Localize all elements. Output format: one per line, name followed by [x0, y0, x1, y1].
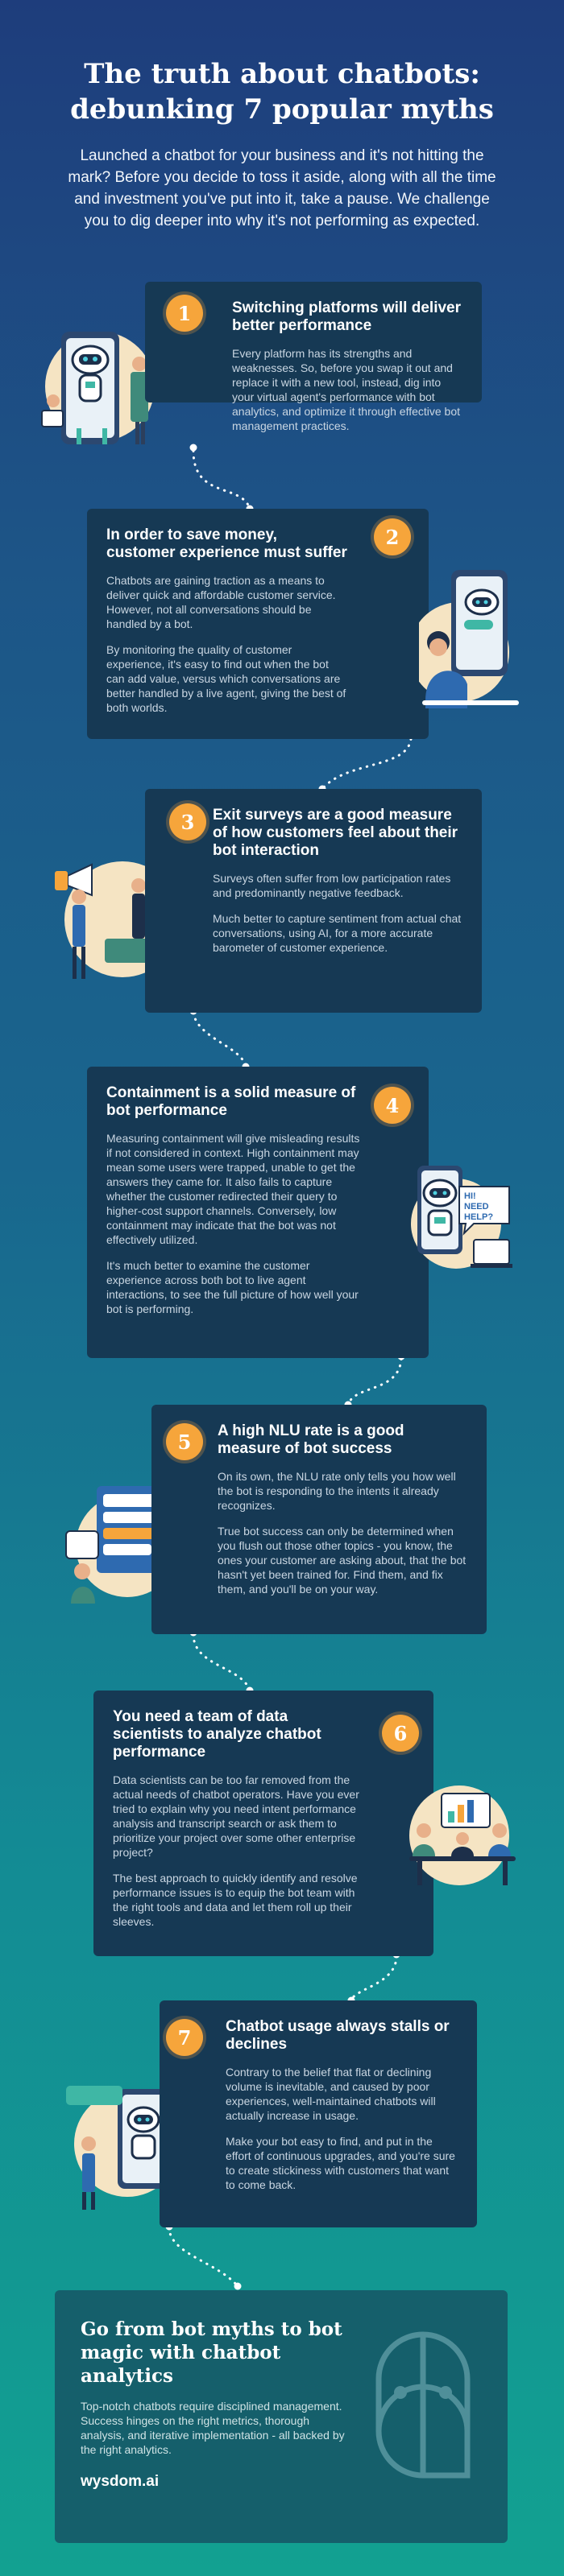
myth-5-title: A high NLU rate is a good measure of bot… [218, 1422, 404, 1457]
help-bubble-line-2: NEED HELP? [464, 1202, 494, 1222]
myth-card-5: A high NLU rate is a good measure of bot… [151, 1405, 487, 1634]
myth-6-title: You need a team of data scientists to an… [113, 1708, 321, 1761]
title-line-2: debunking 7 popular myths [70, 93, 494, 126]
myth-6-paragraph-2: The best approach to quickly identify an… [113, 1872, 358, 1928]
myth-3-number-badge: 3 [169, 803, 206, 840]
myth-card-1: Switching platforms will deliver better … [145, 282, 482, 432]
myth-4-paragraph-2: It's much better to examine the customer… [106, 1259, 359, 1315]
myth-4-paragraph-1: Measuring containment will give misleadi… [106, 1132, 360, 1246]
myth-2-title: In order to save money, customer experie… [106, 526, 347, 561]
myth-7-title: Chatbot usage always stalls or declines [226, 2018, 450, 2053]
myth-4-number-badge: 4 [374, 1087, 411, 1124]
myth-card-2: In order to save money, customer experie… [87, 509, 429, 739]
myth-2-paragraph-2: By monitoring the quality of customer ex… [106, 643, 346, 714]
page-title: The truth about chatbots: debunking 7 po… [32, 56, 532, 127]
myth-3-paragraph-1: Surveys often suffer from low participat… [213, 872, 451, 899]
myth-1-number-badge: 1 [166, 295, 203, 332]
myth-card-4: Containment is a solid measure of bot pe… [87, 1067, 429, 1358]
footer-text: Top-notch chatbots require disciplined m… [81, 2400, 345, 2456]
myth-3-paragraph-2: Much better to capture sentiment from ac… [213, 912, 462, 954]
wysdom-owl-logo-icon [375, 2331, 471, 2479]
intro-text: Launched a chatbot for your business and… [68, 147, 496, 229]
robot-help-icon: HI! NEED HELP? [409, 1159, 516, 1280]
myth-6-number-badge: 6 [382, 1715, 419, 1752]
myth-card-7: Chatbot usage always stalls or declines … [160, 2000, 477, 2227]
myth-card-6: You need a team of data scientists to an… [93, 1690, 433, 1956]
help-bubble-text: HI! NEED HELP? [464, 1191, 509, 1223]
myth-1-paragraph-1: Every platform has its strengths and wea… [232, 347, 461, 432]
brand-name[interactable]: wysdom.ai [81, 2473, 160, 2490]
myth-7-paragraph-2: Make your bot easy to find, and put in t… [226, 2135, 455, 2191]
myth-5-paragraph-2: True bot success can only be determined … [218, 1525, 467, 1596]
robot-and-people-icon [41, 332, 155, 444]
help-bubble-line-1: HI! [464, 1191, 476, 1201]
chat-support-agent-icon [419, 570, 519, 708]
myth-2-number-badge: 2 [374, 518, 411, 555]
myth-1-title: Switching platforms will deliver better … [232, 299, 461, 334]
myth-7-paragraph-1: Contrary to the belief that flat or decl… [226, 2066, 436, 2122]
data-team-icon [409, 1785, 516, 1885]
footer-title: Go from bot myths to bot magic with chat… [81, 2318, 342, 2387]
myth-4-title: Containment is a solid measure of bot pe… [106, 1084, 356, 1119]
myth-6-paragraph-1: Data scientists can be too far removed f… [113, 1773, 359, 1859]
title-line-1: The truth about chatbots: [84, 58, 480, 90]
robot-phone-icon [66, 2086, 182, 2210]
myth-5-paragraph-1: On its own, the NLU rate only tells you … [218, 1470, 456, 1512]
myth-7-number-badge: 7 [166, 2019, 203, 2056]
myth-3-title: Exit surveys are a good measure of how c… [213, 807, 458, 859]
myth-5-number-badge: 5 [166, 1423, 203, 1460]
myth-2-paragraph-1: Chatbots are gaining traction as a means… [106, 574, 336, 630]
footer-card: Go from bot myths to bot magic with chat… [55, 2290, 508, 2543]
